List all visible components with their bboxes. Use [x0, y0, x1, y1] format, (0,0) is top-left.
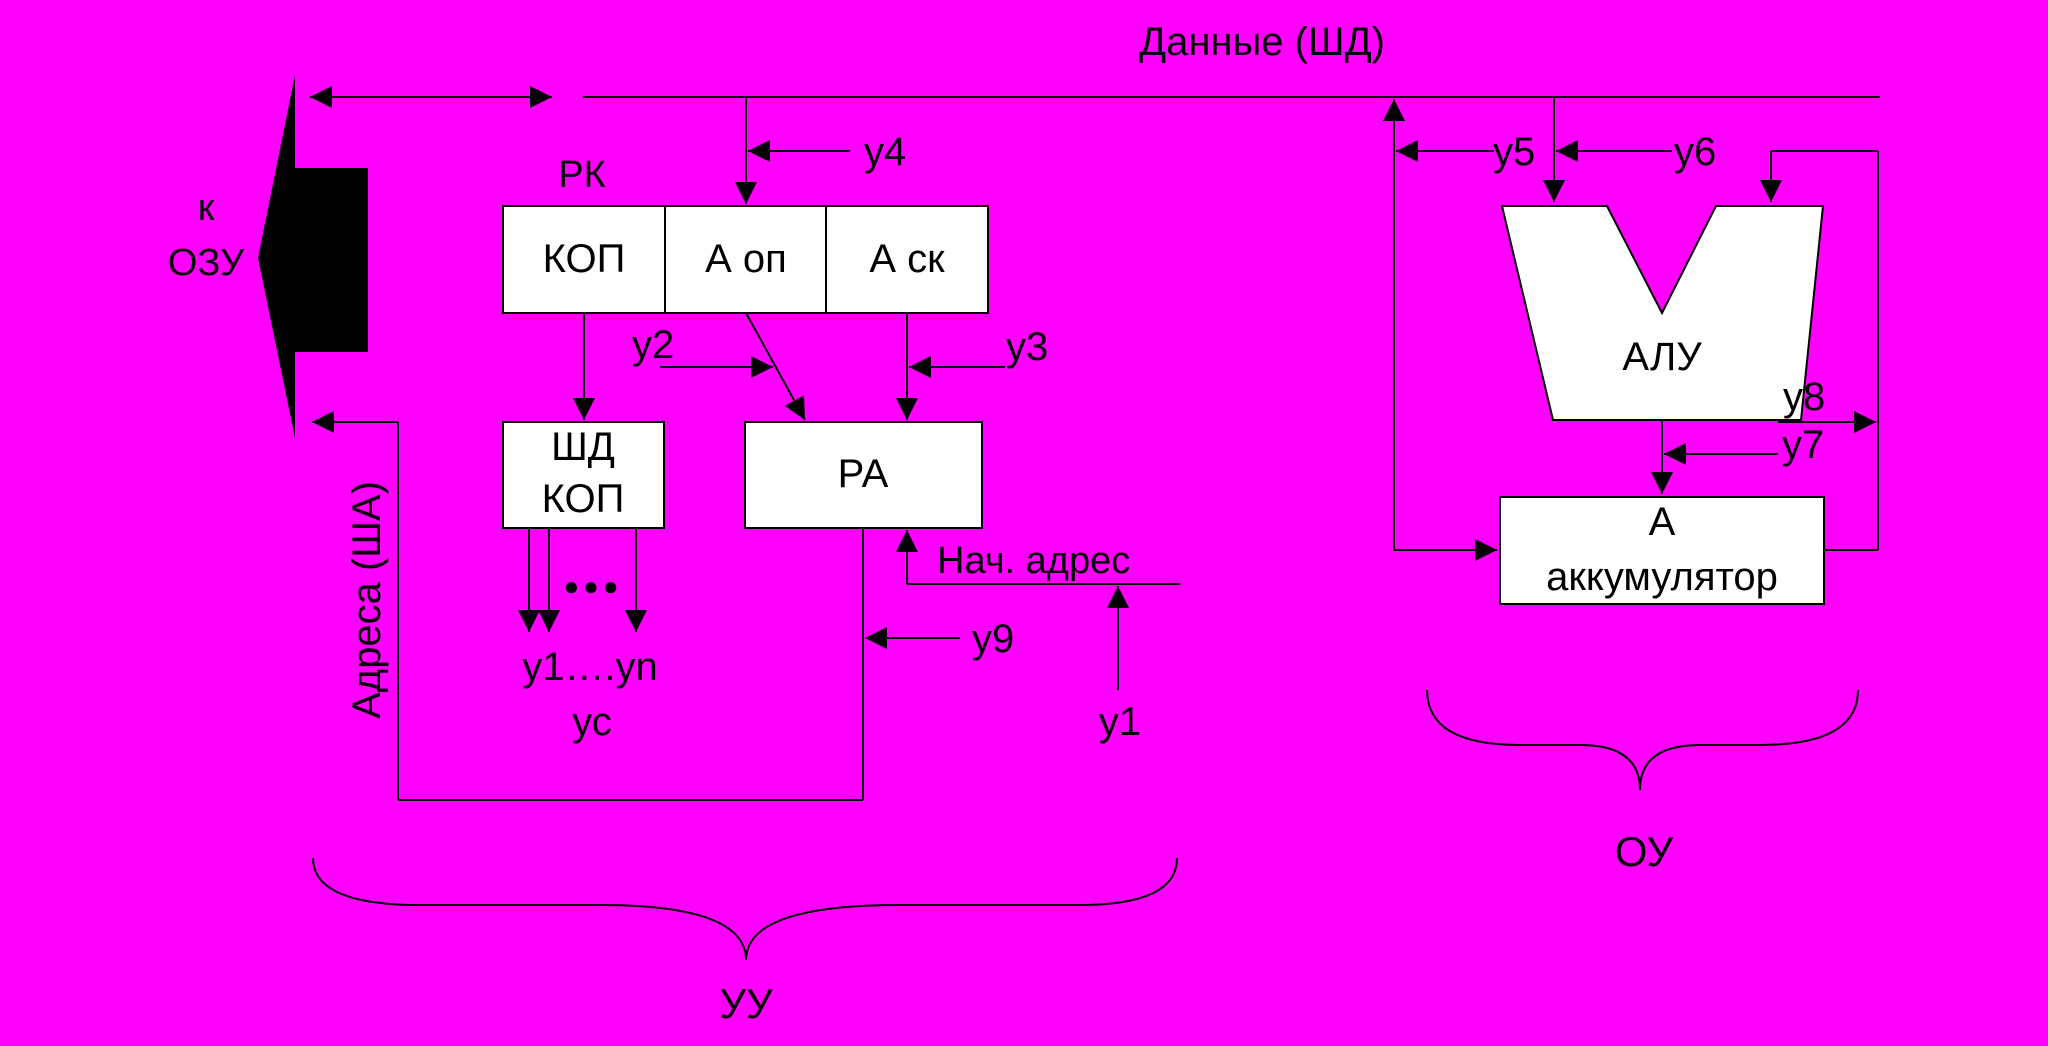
opcode-field-label: КОП — [543, 237, 626, 281]
signal-y2: y2 — [632, 323, 674, 367]
signal-y5: y5 — [1493, 130, 1535, 174]
jump-address-field-label: А ск — [869, 237, 945, 281]
decoder-outputs-caption: ус — [572, 700, 612, 744]
accumulator-line2: аккумулятор — [1546, 555, 1778, 599]
accumulator-line1: А — [1649, 500, 1676, 544]
address-register-label: РА — [838, 452, 889, 496]
accumulator-feedback — [1760, 150, 1879, 551]
control-unit-brace — [312, 857, 1178, 961]
signal-y3: y3 — [1006, 325, 1048, 369]
decoder-ellipsis: ●●● — [563, 571, 622, 601]
instruction-register-label: РК — [558, 154, 605, 196]
instruction-register — [502, 205, 989, 314]
operand-address-field-label: А оп — [705, 237, 787, 281]
data-bus-accumulator-loop — [1383, 99, 1497, 561]
decoder-outputs-label: y1….yn — [522, 645, 658, 689]
signal-y7: y7 — [1782, 423, 1824, 467]
start-address-label: Нач. адрес — [937, 540, 1130, 582]
control-unit-label: УУ — [719, 980, 773, 1027]
operational-unit-label: ОУ — [1615, 828, 1674, 875]
decoder-line2: КОП — [542, 477, 625, 521]
opcode-decoder — [502, 421, 665, 529]
ram-interface-arrow — [258, 75, 368, 438]
alu — [1500, 205, 1825, 421]
ram-label-line1: к — [198, 187, 215, 229]
alu-label: АЛУ — [1622, 335, 1702, 379]
accumulator — [1499, 496, 1825, 605]
address-register — [744, 421, 983, 529]
data-bus-label: Данные (ШД) — [1139, 20, 1385, 64]
ram-label-line2: ОЗУ — [168, 242, 245, 284]
signal-y6: y6 — [1674, 130, 1716, 174]
signal-y4: y4 — [864, 130, 906, 174]
address-bus — [312, 411, 864, 801]
operational-unit-brace — [1426, 689, 1859, 791]
signal-y9: y9 — [972, 617, 1014, 661]
decoder-line1: ШД — [551, 425, 615, 469]
address-bus-label: Адреса (ША) — [345, 481, 389, 719]
signal-y8: y8 — [1783, 375, 1825, 419]
decoder-output-arrows — [518, 528, 647, 632]
signal-y1: y1 — [1099, 700, 1141, 744]
jump-address-field — [825, 205, 989, 314]
